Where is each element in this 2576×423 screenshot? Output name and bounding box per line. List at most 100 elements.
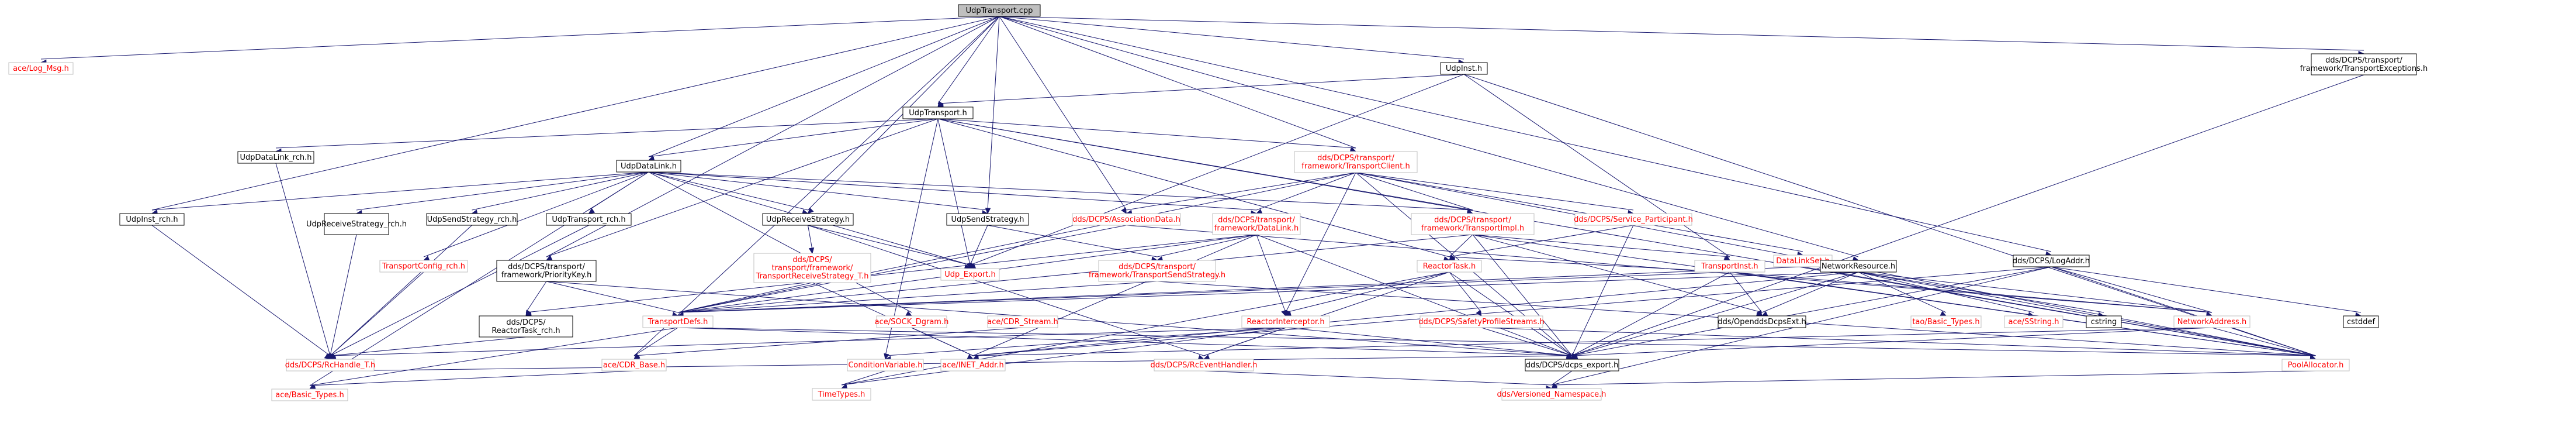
node-cdr-stream[interactable]: ace/CDR_Stream.h — [987, 315, 1058, 328]
node-assocdata[interactable]: dds/DCPS/AssociationData.h — [1072, 213, 1181, 226]
node-box — [1440, 62, 1488, 75]
node-udp-export[interactable]: Udp_Export.h — [940, 268, 1000, 281]
arrowhead-icon — [1476, 309, 1482, 317]
node-box — [812, 388, 871, 401]
node-dcps-export[interactable]: dds/DCPS/dcps_export.h — [1525, 359, 1619, 372]
node-sstring[interactable]: ace/SString.h — [2004, 315, 2063, 328]
edge-line — [1551, 370, 2316, 386]
edge-udpsendstrat-to-udp-export — [970, 225, 988, 270]
node-sock-dgram[interactable]: ace/SOCK_Dgram.h — [875, 315, 949, 328]
node-transportimpl[interactable]: dds/DCPS/transport/framework/TransportIm… — [1411, 213, 1535, 235]
edge-line — [648, 171, 1257, 211]
node-box — [1419, 315, 1543, 328]
node-box — [642, 315, 714, 328]
node-box — [958, 4, 1041, 17]
node-udptransport-rch[interactable]: UdpTransport_rch.h — [546, 213, 632, 226]
node-cdr-base[interactable]: ace/CDR_Base.h — [601, 359, 667, 372]
node-log-msg[interactable]: ace/Log_Msg.h — [8, 62, 74, 75]
edge-udp-cpp-to-udpinst-rch — [151, 16, 1000, 215]
node-safetyprofilestreams[interactable]: dds/DCPS/SafetyProfileStreams.h — [1418, 315, 1545, 328]
node-udptransport-h[interactable]: UdpTransport.h — [902, 106, 974, 119]
edge-line — [1285, 327, 1573, 356]
node-transport-exc[interactable]: dds/DCPS/transport/framework/TransportEx… — [2300, 53, 2428, 75]
node-cstring[interactable]: cstring — [2086, 315, 2122, 328]
edge-line — [1449, 256, 1730, 273]
arrowhead-icon — [324, 353, 331, 360]
edge-line — [1256, 172, 1356, 211]
node-timetypes[interactable]: TimeTypes.h — [812, 388, 871, 401]
node-label: cstddef — [2347, 318, 2376, 326]
edge-udprecvstrat-rch-to-rchandle-t — [328, 234, 357, 360]
node-poolallocator[interactable]: PoolAllocator.h — [2281, 359, 2350, 372]
edge-line — [1449, 271, 1573, 356]
edge-line — [633, 327, 1023, 356]
node-label: DataLinkSet.h — [1776, 257, 1829, 266]
node-reactorinterceptor[interactable]: ReactorInterceptor.h — [1241, 315, 1330, 328]
node-box — [847, 359, 924, 372]
node-reactortask-rch[interactable]: dds/DCPS/ReactorTask_rch.h — [479, 315, 573, 338]
node-udprecvstrat[interactable]: UdpReceiveStrategy.h — [762, 213, 854, 226]
node-rchandle-t[interactable]: dds/DCPS/RcHandle_T.h — [285, 359, 376, 372]
edge-line — [987, 225, 1158, 257]
node-box — [286, 359, 375, 372]
node-box — [2173, 315, 2250, 328]
node-box — [1417, 260, 1482, 273]
node-conditionvariable[interactable]: ConditionVariable.h — [847, 359, 924, 372]
node-udpsendstrat[interactable]: UdpSendStrategy.h — [946, 213, 1029, 226]
node-udpdatalink[interactable]: UdpDataLink.h — [616, 160, 681, 173]
node-serviceparticipant[interactable]: dds/DCPS/Service_Participant.h — [1574, 213, 1693, 226]
arrowhead-icon — [807, 207, 814, 214]
node-udpsendstrat-rch[interactable]: UdpSendStrategy_rch.h — [426, 213, 518, 226]
node-transportsendstrat[interactable]: dds/DCPS/transport/framework/TransportSe… — [1089, 260, 1225, 282]
edge-udpdatalink-to-udpsendstrat-rch — [471, 171, 649, 215]
node-label: dds/DCPS/transport/framework/TransportRe… — [756, 256, 869, 281]
edge-line — [987, 16, 1000, 211]
edge-line — [677, 271, 1859, 313]
node-datalink[interactable]: dds/DCPS/transport/framework/DataLink.h — [1212, 213, 1301, 235]
edge-udpdatalink-to-udpinst-rch — [151, 171, 649, 216]
edge-line — [999, 16, 1356, 149]
arrowhead-icon — [588, 208, 595, 214]
edge-line — [677, 271, 1730, 313]
node-cstddef[interactable]: cstddef — [2343, 315, 2379, 328]
node-basic-types-tao[interactable]: tao/Basic_Types.h — [1910, 315, 1982, 328]
node-label: dds/DCPS/LogAddr.h — [2013, 257, 2090, 266]
node-label: TransportDefs.h — [648, 318, 708, 326]
edge-udp-cpp-to-udpinst — [999, 16, 1465, 65]
node-udpinst-rch[interactable]: UdpInst_rch.h — [119, 213, 185, 226]
edge-line — [1472, 234, 1763, 313]
node-label: UdpTransport.cpp — [966, 6, 1033, 15]
node-transportclient[interactable]: dds/DCPS/transport/framework/TransportCl… — [1294, 151, 1418, 173]
node-logaddr[interactable]: dds/DCPS/LogAddr.h — [2013, 255, 2090, 267]
node-transportconfig-rch[interactable]: TransportConfig_rch.h — [379, 260, 468, 273]
arrowhead-icon — [1203, 355, 1210, 360]
node-label: Udp_Export.h — [944, 270, 995, 279]
node-label: ace/CDR_Base.h — [603, 361, 665, 370]
node-networkresource[interactable]: NetworkResource.h — [1820, 260, 1897, 273]
node-rceventhandler[interactable]: dds/DCPS/RcEventHandler.h — [1150, 359, 1258, 372]
node-opendds-export[interactable]: dds/OpenddsDcpsExt.h — [1718, 315, 1806, 328]
node-basic-types-ace[interactable]: ace/Basic_Types.h — [271, 388, 348, 401]
node-prioritykey[interactable]: dds/DCPS/transport/framework/PriorityKey… — [496, 260, 597, 282]
edge-line — [808, 225, 813, 250]
node-reactortask[interactable]: ReactorTask.h — [1417, 260, 1482, 273]
edge-line — [677, 282, 813, 313]
node-versioned-ns[interactable]: dds/Versioned_Namespace.h — [1497, 388, 1606, 401]
edge-networkresource-to-sstring — [1858, 271, 2035, 318]
edge-line — [1285, 271, 1450, 313]
node-transportrecvstrat-t[interactable]: dds/DCPS/transport/framework/TransportRe… — [753, 253, 871, 283]
node-udpinst[interactable]: UdpInst.h — [1440, 62, 1488, 75]
node-transportdefs[interactable]: TransportDefs.h — [642, 315, 714, 328]
node-udpdatalink-rch[interactable]: UdpDataLink_rch.h — [237, 151, 314, 164]
node-udprecvstrat-rch[interactable]: UdpReceiveStrategy_rch.h — [306, 213, 407, 235]
node-label: UdpInst.h — [1446, 64, 1482, 73]
edge-line — [546, 281, 1573, 356]
node-datalinkset[interactable]: DataLinkSet.h — [1773, 255, 1833, 267]
node-inet-addr[interactable]: ace/INET_Addr.h — [940, 359, 1006, 372]
edge-line — [1571, 327, 2213, 356]
node-box — [1411, 213, 1535, 235]
node-label: TimeTypes.h — [818, 390, 865, 399]
node-networkaddress[interactable]: NetworkAddress.h — [2173, 315, 2250, 328]
node-transportinst[interactable]: TransportInst.h — [1694, 260, 1765, 273]
edge-line — [937, 74, 1464, 104]
